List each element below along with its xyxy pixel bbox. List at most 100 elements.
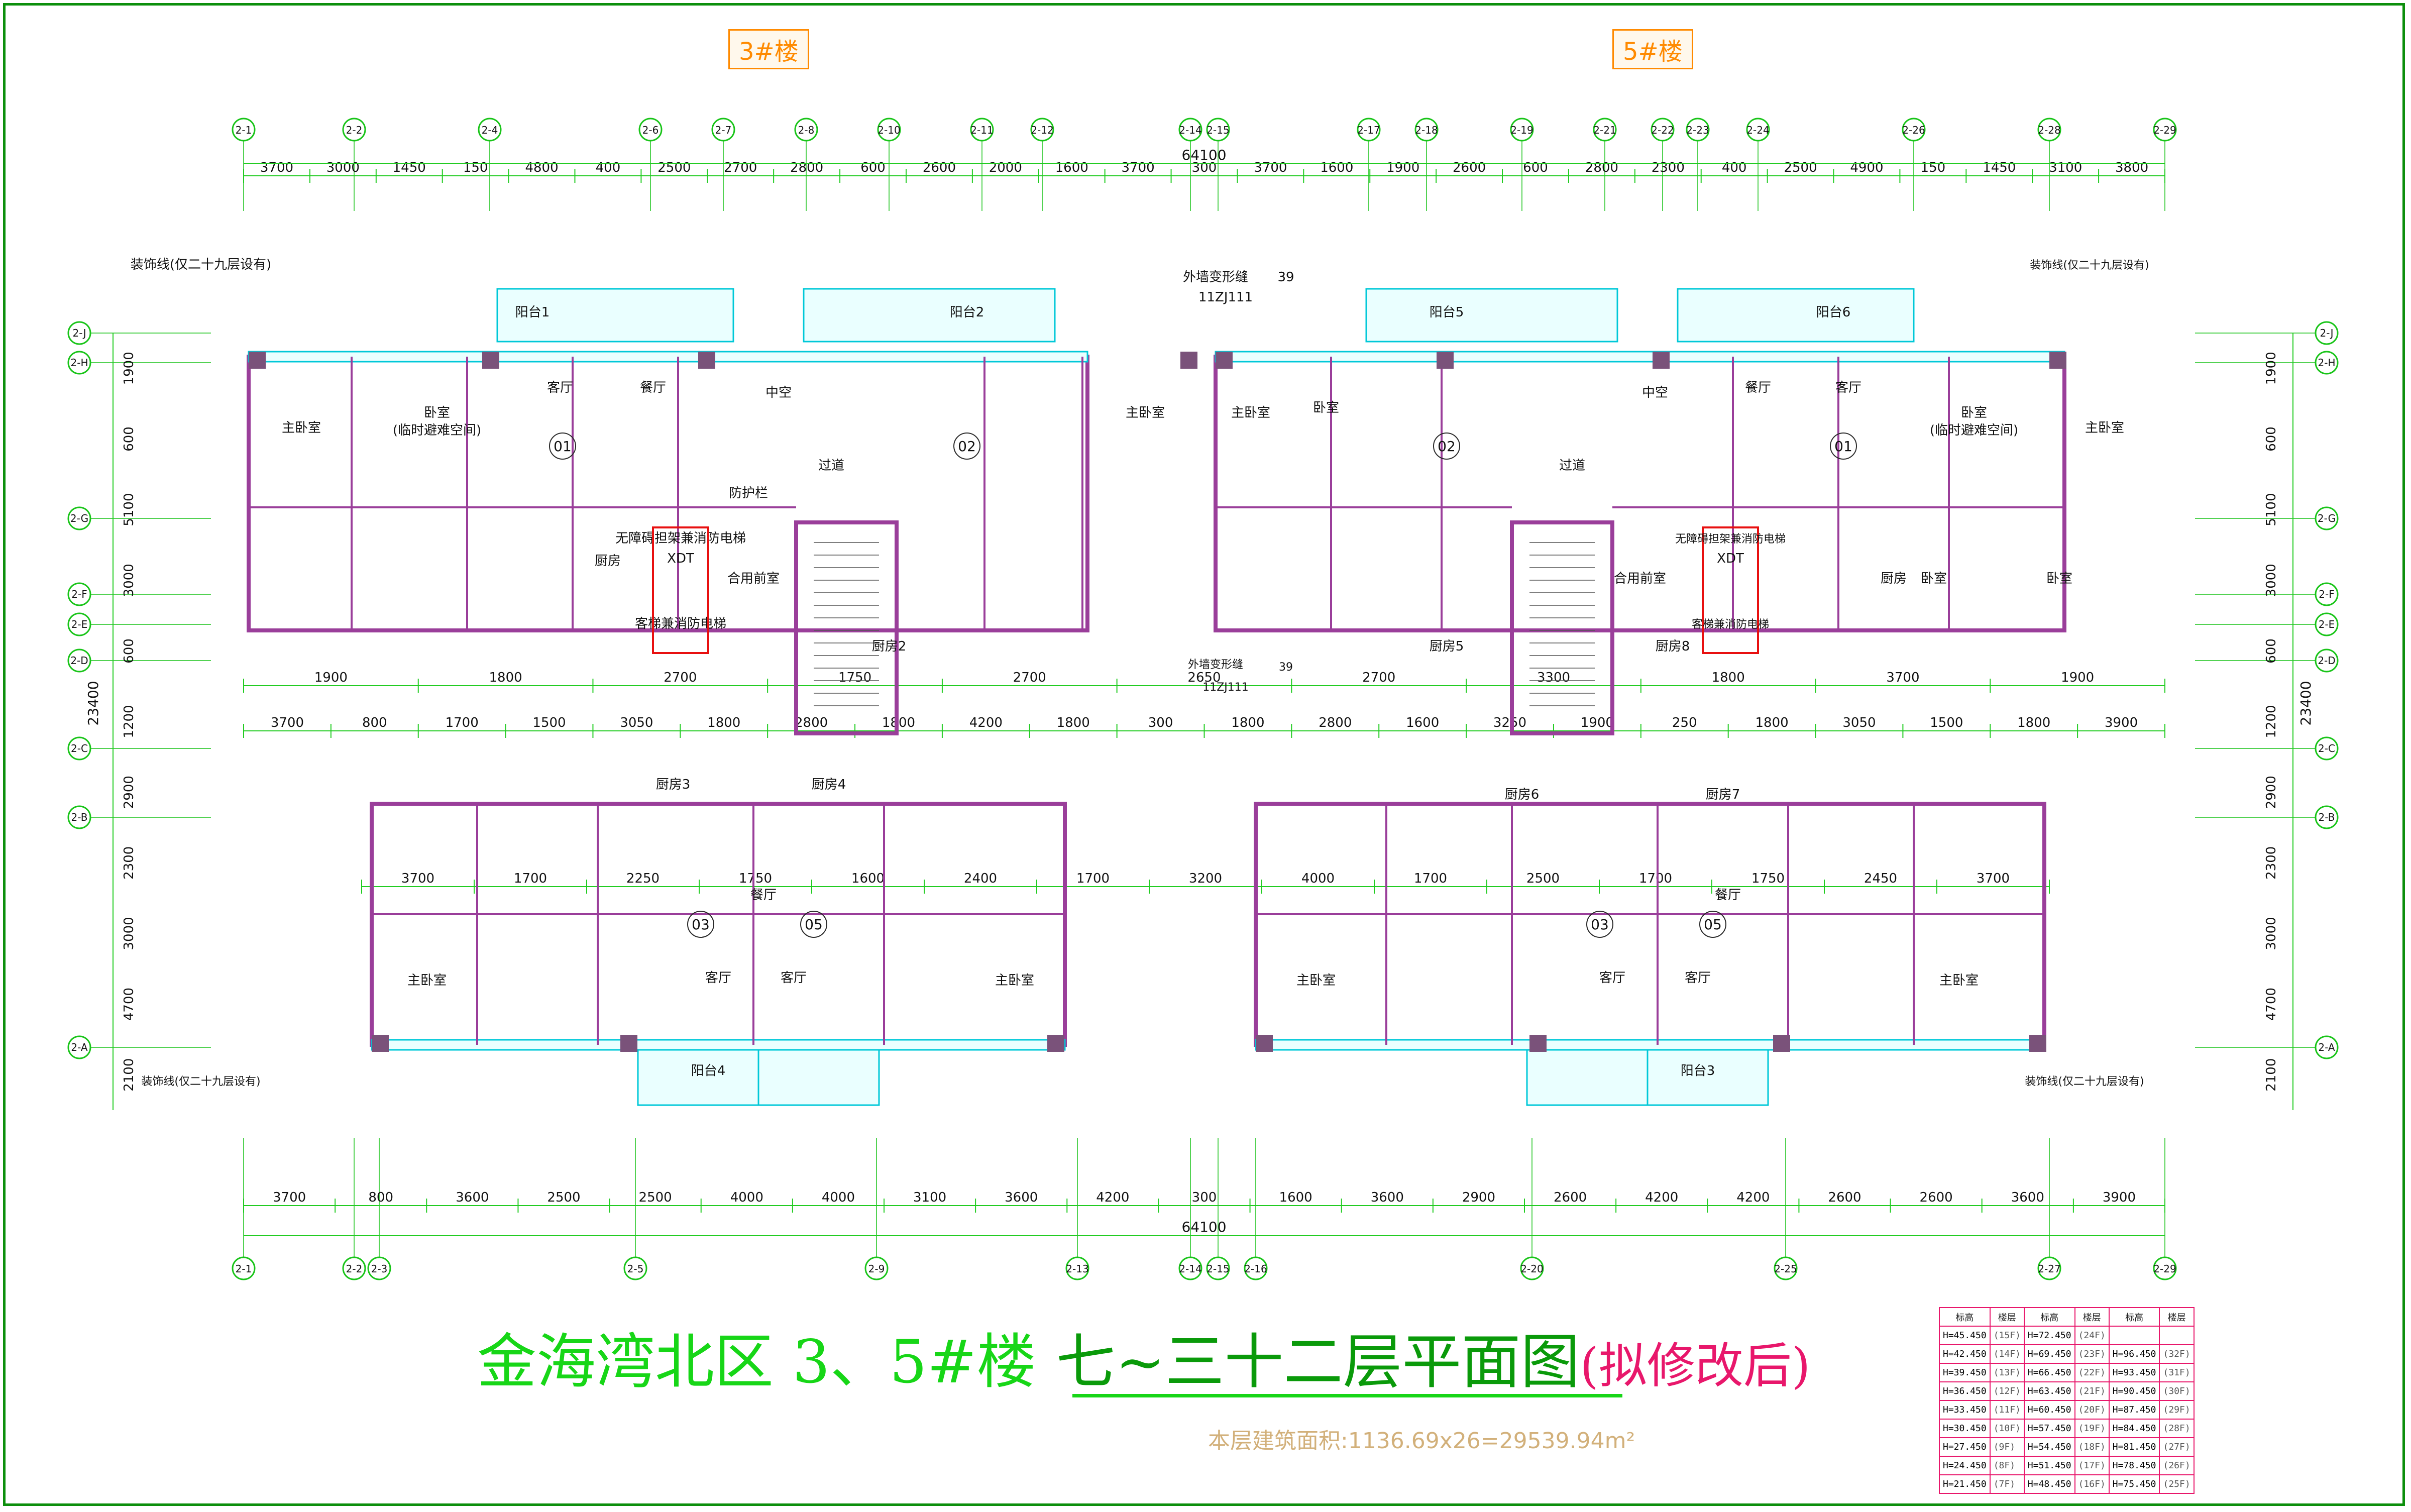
dim-left-text: 3000	[122, 917, 137, 950]
level-table-body: H=45.450(15F)H=72.450(24F)H=42.450(14F)H…	[1939, 1326, 2195, 1494]
level-table-header: 标高楼层标高楼层标高楼层	[1939, 1307, 2195, 1327]
dim-mid2-text: 3900	[2105, 715, 2138, 730]
dim-mid2-text: 4200	[969, 715, 1003, 730]
level-row: H=24.450(8F)H=51.450(17F)H=78.450(26F)	[1939, 1456, 2195, 1475]
floor-cell: (11F)	[1989, 1400, 2025, 1420]
title-project: 金海湾北区 3、5#楼	[477, 1327, 1036, 1396]
dim-mid3-text: 1700	[514, 871, 547, 886]
axis-label-left: 2-D	[70, 655, 88, 667]
axis-label-top: 2-8	[798, 124, 815, 136]
dim-right-text: 3000	[2264, 564, 2279, 597]
dim-top-text: 2700	[724, 160, 757, 175]
elevator-shaft-box	[652, 526, 709, 654]
dim-left-text: 3000	[122, 564, 137, 597]
level-header-4: 标高	[2108, 1307, 2160, 1327]
axis-label-top: 2-1	[236, 124, 252, 136]
dim-top-text: 1600	[1320, 160, 1353, 175]
dim-mid2-text: 2800	[1319, 715, 1352, 730]
sheet-frame	[3, 3, 2405, 1506]
room-label: 39	[1279, 661, 1293, 674]
structural-column	[482, 352, 499, 369]
level-header-3: 楼层	[2074, 1307, 2110, 1327]
dim-right-text: 2900	[2264, 776, 2279, 809]
room-label: 厨房7	[1706, 787, 1740, 802]
dim-mid2-text: 2800	[795, 715, 828, 730]
dim-mid3-text: 2450	[1864, 871, 1897, 886]
elevation-cell: H=48.450	[2023, 1474, 2075, 1494]
elevation-cell	[2108, 1326, 2160, 1345]
elevation-cell: H=39.450	[1939, 1363, 1991, 1382]
window-strip	[1255, 1039, 2045, 1051]
level-row: H=45.450(15F)H=72.450(24F)	[1939, 1326, 2195, 1345]
room-label: 39	[1277, 270, 1294, 285]
floor-cell	[2159, 1326, 2195, 1345]
room-label: 厨房4	[812, 777, 846, 792]
dim-bottom-text: 4200	[1096, 1190, 1129, 1205]
floor-cell: (9F)	[1989, 1437, 2025, 1457]
room-label: 餐厅	[1745, 380, 1771, 395]
dim-top-text: 2800	[1585, 160, 1618, 175]
dim-mid3-text: 3700	[1977, 871, 2010, 886]
dim-mid2-text: 250	[1672, 715, 1697, 730]
axis-label-left: 2-B	[71, 811, 88, 823]
dim-right-text: 2300	[2264, 846, 2279, 880]
floor-cell: (27F)	[2159, 1437, 2195, 1457]
title-suffix: (拟修改后)	[1580, 1338, 1811, 1394]
dim-mid3-text: 4000	[1301, 871, 1335, 886]
room-label: 餐厅	[640, 380, 666, 395]
dim-top-text: 1450	[393, 160, 426, 175]
dim-left-text: 4700	[122, 988, 137, 1021]
room-label: 客厅	[705, 970, 731, 986]
room-label: 卧室	[424, 405, 450, 420]
axis-label-top: 2-23	[1686, 124, 1709, 136]
axis-label-right: 2-E	[2319, 618, 2335, 630]
axis-label-top: 2-6	[642, 124, 659, 136]
axis-label-right: 2-C	[2318, 742, 2335, 754]
room-label: 客厅	[1835, 380, 1861, 395]
dim-top-text: 2800	[790, 160, 823, 175]
dim-top-text: 400	[596, 160, 621, 175]
floor-cell: (16F)	[2074, 1474, 2110, 1494]
dim-mid2-text: 1500	[532, 715, 566, 730]
axis-label-top: 2-29	[2153, 124, 2176, 136]
room-label: 11ZJ111	[1198, 290, 1253, 305]
floor-cell: (15F)	[1989, 1326, 2025, 1345]
axis-label-left: 2-H	[71, 357, 88, 369]
room-label: 合用前室	[1614, 571, 1666, 586]
room-label: 客梯兼消防电梯	[635, 616, 726, 631]
dim-mid1-text: 1900	[314, 670, 348, 685]
dim-bottom-total: 64100	[1181, 1219, 1226, 1235]
dim-top-text: 2600	[923, 160, 956, 175]
dim-left-text: 600	[122, 426, 137, 452]
structural-column	[2029, 1035, 2046, 1052]
room-label: 主卧室	[1296, 973, 1336, 988]
unit-circle	[1699, 911, 1726, 938]
building-tag-5: 5#楼	[1612, 29, 1693, 69]
axis-label-bottom: 2-14	[1179, 1263, 1201, 1275]
structural-column	[249, 352, 266, 369]
room-label: 装饰线(仅二十九层设有)	[131, 257, 271, 272]
axis-label-top: 2-11	[970, 124, 993, 136]
dim-mid1-text: 1800	[489, 670, 522, 685]
balcony-6	[1677, 288, 1915, 343]
dim-mid3-text: 1700	[1076, 871, 1110, 886]
dim-bottom-text: 4000	[730, 1190, 763, 1205]
elevation-cell: H=75.450	[2108, 1474, 2160, 1494]
dim-left-text: 2100	[122, 1058, 137, 1092]
dim-mid1-text: 1750	[838, 670, 871, 685]
room-label: 客厅	[781, 970, 807, 986]
axis-label-top: 2-12	[1031, 124, 1053, 136]
level-row: H=39.450(13F)H=66.450(22F)H=93.450(31F)	[1939, 1363, 2195, 1382]
room-label: 阳台4	[691, 1063, 726, 1078]
elevation-cell: H=63.450	[2023, 1381, 2075, 1401]
room-label: 合用前室	[727, 571, 780, 586]
floor-cell: (24F)	[2074, 1326, 2110, 1345]
dim-top-text: 2500	[1784, 160, 1817, 175]
axis-label-left: 2-E	[71, 618, 88, 630]
wall-south-right	[1254, 802, 2046, 1047]
elevation-cell: H=69.450	[2023, 1344, 2075, 1364]
dim-mid2-text: 1700	[446, 715, 479, 730]
title-name: 七~三十二层平面图	[1056, 1327, 1580, 1396]
room-label: 厨房3	[656, 777, 691, 792]
